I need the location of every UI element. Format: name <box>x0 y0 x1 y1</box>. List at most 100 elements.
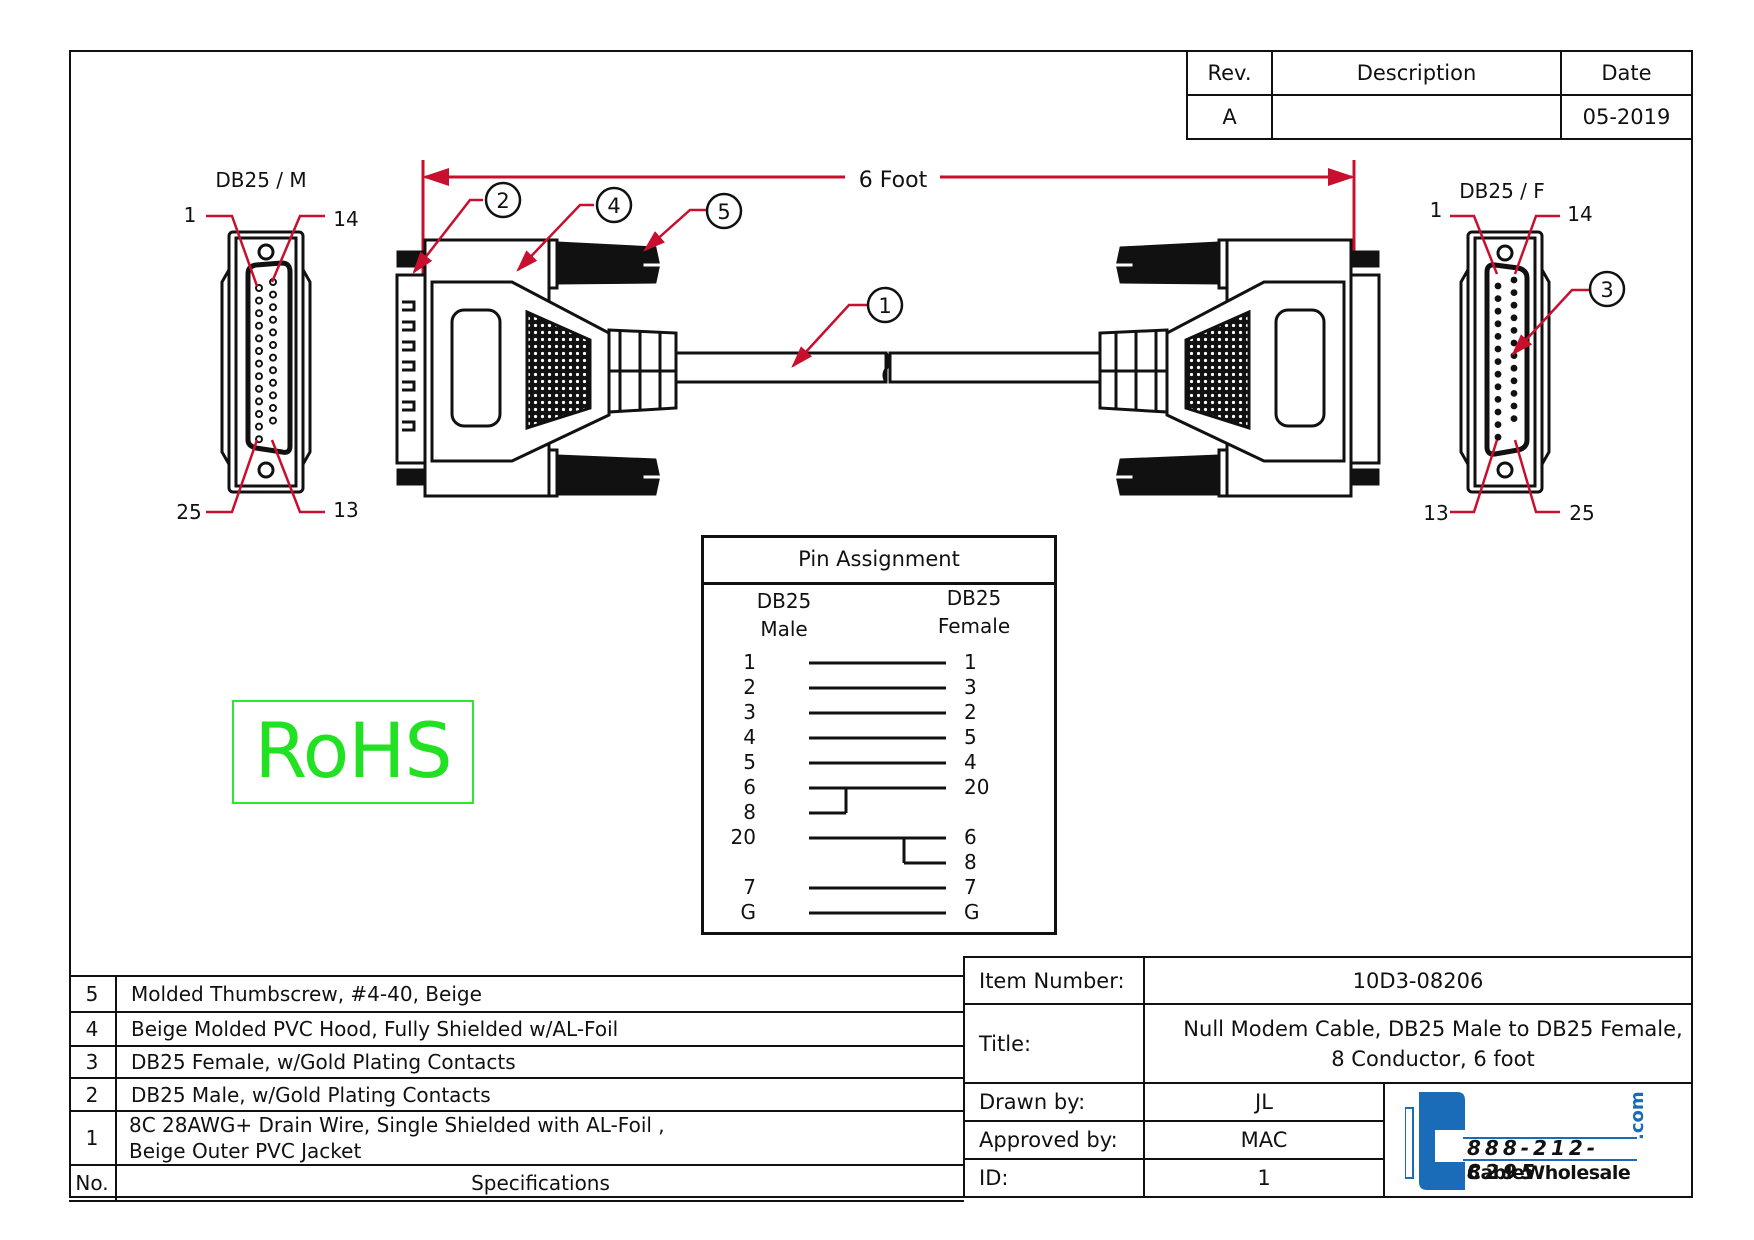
rev-header: Rev. <box>1186 50 1273 96</box>
female-pin-label: 2 <box>964 700 977 724</box>
callout-1 <box>866 286 904 324</box>
pin-hole <box>269 353 277 362</box>
pin-hole <box>269 290 277 299</box>
female-pin-label: G <box>964 900 980 924</box>
logo-tld: .com <box>1627 1091 1648 1140</box>
male-header-line2: Male <box>760 617 808 641</box>
spec-no-header: No. <box>69 1164 117 1202</box>
pin-hole <box>1510 364 1518 372</box>
pin-hole <box>1510 339 1518 347</box>
male-pin-label: 5 <box>743 750 756 774</box>
pin-hole <box>255 397 263 406</box>
left-pin1-label: 1 <box>184 203 197 227</box>
female-pin-label: 4 <box>964 750 977 774</box>
spec-text: DB25 Male, w/Gold Plating Contacts <box>116 1077 964 1112</box>
rev-value: A <box>1186 94 1273 140</box>
spec-no: 3 <box>69 1045 117 1079</box>
logo-name: CableWholesale <box>1467 1162 1631 1184</box>
pin-hole <box>269 404 277 412</box>
spec-no: 2 <box>69 1077 117 1112</box>
pin-hole <box>1510 415 1518 422</box>
pin-hole <box>1494 307 1502 315</box>
pin-hole <box>269 341 277 349</box>
callout-3-label: 3 <box>1600 278 1613 302</box>
approved-by-value: MAC <box>1145 1122 1385 1160</box>
pin-hole <box>1494 396 1502 403</box>
title-label: Title: <box>965 1005 1145 1084</box>
spec-row: 1 8C 28AWG+ Drain Wire, Single Shielded … <box>69 1110 964 1166</box>
pin-hole <box>269 303 277 312</box>
left-pin14-label: 14 <box>333 207 358 231</box>
pin-hole <box>1510 390 1518 397</box>
pin-hole <box>1510 276 1518 284</box>
pin-hole <box>255 296 263 305</box>
drawn-by-label: Drawn by: <box>965 1084 1145 1122</box>
pin-hole <box>255 334 263 343</box>
spec-row: 5 Molded Thumbscrew, #4-40, Beige <box>69 975 964 1013</box>
title-line1: Null Modem Cable, DB25 Male to DB25 Fema… <box>1183 1016 1683 1041</box>
pin-hole <box>1494 383 1502 391</box>
pin-hole <box>269 315 277 324</box>
right-connector-side-view <box>888 238 1381 498</box>
cable-drawing: 2 4 5 1 3 6 Foot DB25 / M DB25 / F 1 14 … <box>176 160 1626 525</box>
pin-hole <box>255 321 263 330</box>
pin-hole <box>269 366 277 375</box>
female-header-line1: DB25 <box>946 586 1002 610</box>
spec-row: 3 DB25 Female, w/Gold Plating Contacts <box>69 1045 964 1079</box>
female-pin-label: 6 <box>964 825 977 849</box>
spec-no: 1 <box>69 1110 117 1166</box>
spec-header-row: No. Specifications <box>69 1164 964 1202</box>
length-label: 6 Foot <box>859 168 928 193</box>
male-pin-label: 3 <box>743 700 756 724</box>
pin-hole <box>1510 314 1518 322</box>
specifications-table: 5 Molded Thumbscrew, #4-40, Beige 4 Beig… <box>69 975 964 1202</box>
pin-hole <box>1494 370 1502 378</box>
male-pin-label: 2 <box>743 675 756 699</box>
male-pin-label: G <box>740 900 757 924</box>
callout-2-label: 2 <box>496 189 509 213</box>
pin-assignment-title: Pin Assignment <box>704 538 1054 585</box>
spec-text: DB25 Female, w/Gold Plating Contacts <box>116 1045 964 1079</box>
logo-c-icon <box>1404 1092 1637 1190</box>
callout-3 <box>1588 270 1626 308</box>
female-header-line2: Female <box>937 614 1011 638</box>
rohs-badge: RoHS <box>232 700 474 804</box>
pin-hole <box>269 391 277 400</box>
callout-5-label: 5 <box>717 200 730 224</box>
pin-hole <box>255 347 263 355</box>
callout-circles <box>484 181 1626 324</box>
pin-hole <box>1494 408 1502 416</box>
id-label: ID: <box>965 1160 1145 1196</box>
pin-hole <box>1494 433 1502 441</box>
male-pin-label: 20 <box>730 825 756 849</box>
male-pin-label: 4 <box>743 725 756 749</box>
female-pin-label: 1 <box>964 650 977 674</box>
pin-hole <box>1494 295 1502 302</box>
female-pin-label: 3 <box>964 675 977 699</box>
pin-hole <box>255 422 263 431</box>
pin-hole <box>255 372 263 381</box>
pin-hole <box>255 359 263 368</box>
item-number-value: 10D3-08206 <box>1145 958 1691 1005</box>
pin-hole <box>1494 358 1502 365</box>
right-pin13-label: 13 <box>1423 501 1448 525</box>
logo-phone: 888-212-8295 <box>1467 1136 1600 1184</box>
left-pin25-label: 25 <box>176 500 201 524</box>
callout-4 <box>595 186 633 224</box>
right-connector-label: DB25 / F <box>1459 179 1545 203</box>
pin-hole <box>269 328 277 337</box>
cablewholesale-logo: 888-212-8295 CableWholesale .com <box>1404 1090 1665 1194</box>
left-connector-side-view <box>395 238 888 498</box>
pin-hole <box>255 410 263 418</box>
female-pin-label: 20 <box>964 775 990 799</box>
female-pin-label: 7 <box>964 875 977 899</box>
male-pin-label: 1 <box>743 650 756 674</box>
spec-no: 5 <box>69 975 117 1013</box>
revision-table: Rev. Description Date A 05-2019 <box>1186 50 1693 140</box>
callout-1-label: 1 <box>878 294 891 318</box>
pin-hole <box>1494 345 1502 353</box>
female-pin-label: 5 <box>964 725 977 749</box>
description-value <box>1271 94 1562 140</box>
pin-leader-lines <box>206 214 1560 514</box>
